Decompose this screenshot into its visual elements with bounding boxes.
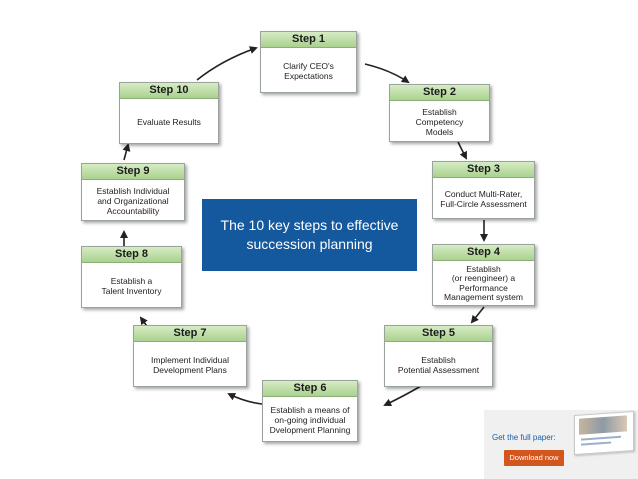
cover-photo bbox=[579, 415, 627, 435]
arrow-step6-to-step7 bbox=[227, 393, 263, 405]
download-now-button[interactable]: Download now bbox=[504, 450, 564, 466]
step-description: Implement Individual Development Plans bbox=[151, 354, 229, 375]
arrow-step1-to-step2 bbox=[364, 63, 410, 84]
arrow-step4-to-step5 bbox=[470, 306, 485, 324]
arrow-step9-to-step10 bbox=[122, 143, 131, 161]
step-4-box: Step 4 Establish (or reengineer) a Perfo… bbox=[432, 244, 535, 306]
arrow-step5-to-step6 bbox=[383, 385, 422, 407]
step-title: Step 7 bbox=[134, 326, 246, 342]
step-description: Establish Individual and Organizational … bbox=[96, 185, 170, 216]
cover-title-line bbox=[581, 441, 611, 446]
center-caption-text: The 10 key steps to effective succession… bbox=[220, 217, 399, 252]
step-description: Establish a means of on-going individual… bbox=[269, 404, 351, 435]
cover-title-line bbox=[581, 435, 621, 441]
step-3-box: Step 3 Conduct Multi-Rater, Full-Circle … bbox=[432, 161, 535, 219]
step-2-box: Step 2 Establish Competency Models bbox=[389, 84, 490, 142]
step-description: Evaluate Results bbox=[137, 116, 201, 127]
paper-cover-thumbnail[interactable] bbox=[574, 410, 634, 456]
step-title: Step 9 bbox=[82, 164, 184, 180]
step-8-box: Step 8 Establish a Talent Inventory bbox=[81, 246, 182, 308]
step-description: Establish Competency Models bbox=[415, 106, 464, 137]
arrow-step2-to-step3 bbox=[457, 141, 467, 160]
get-full-paper-text: Get the full paper: bbox=[492, 433, 556, 442]
step-description: Conduct Multi-Rater, Full-Circle Assessm… bbox=[440, 188, 527, 209]
download-promo: Get the full paper: Download now bbox=[484, 410, 638, 479]
step-9-box: Step 9 Establish Individual and Organiza… bbox=[81, 163, 185, 221]
step-description: Establish Potential Assessment bbox=[397, 354, 480, 375]
step-title: Step 5 bbox=[385, 326, 492, 342]
step-description: Establish (or reengineer) a Performance … bbox=[444, 263, 523, 302]
step-description: Clarify CEO's Expectations bbox=[283, 60, 334, 81]
step-title: Step 4 bbox=[433, 245, 534, 261]
step-title: Step 1 bbox=[261, 32, 356, 48]
step-7-box: Step 7 Implement Individual Development … bbox=[133, 325, 247, 387]
step-title: Step 3 bbox=[433, 162, 534, 178]
step-5-box: Step 5 Establish Potential Assessment bbox=[384, 325, 493, 387]
step-10-box: Step 10 Evaluate Results bbox=[119, 82, 219, 144]
step-title: Step 8 bbox=[82, 247, 181, 263]
step-title: Step 10 bbox=[120, 83, 218, 99]
step-title: Step 2 bbox=[390, 85, 489, 101]
step-6-box: Step 6 Establish a means of on-going ind… bbox=[262, 380, 358, 442]
center-caption-box: The 10 key steps to effective succession… bbox=[202, 199, 417, 271]
arrow-step10-to-step1 bbox=[196, 46, 258, 81]
step-1-box: Step 1 Clarify CEO's Expectations bbox=[260, 31, 357, 93]
step-description: Establish a Talent Inventory bbox=[101, 275, 162, 296]
step-title: Step 6 bbox=[263, 381, 357, 397]
